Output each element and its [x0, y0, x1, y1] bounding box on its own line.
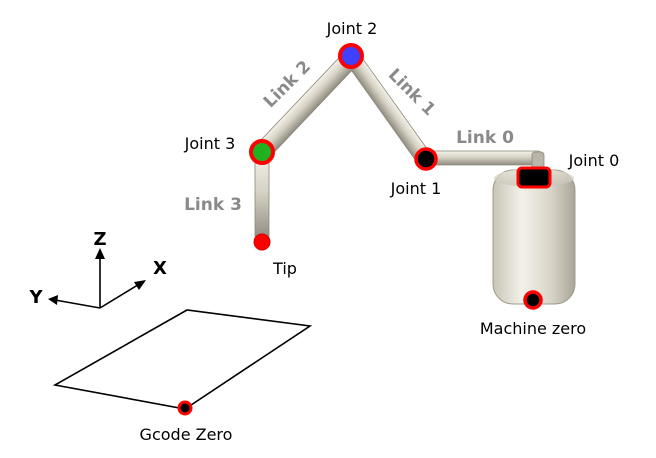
- y-axis-label: Y: [28, 287, 43, 308]
- tip-marker: [253, 233, 271, 251]
- joint-3-label: Joint 3: [184, 134, 236, 153]
- joint-0-marker: [516, 166, 552, 189]
- robot-base: [492, 169, 576, 305]
- tip-label: Tip: [272, 259, 297, 278]
- joint-1-marker: [414, 147, 438, 171]
- gcode-zero-label: Gcode Zero: [140, 425, 233, 444]
- gcode-plane: [52, 309, 313, 410]
- z-axis-label: Z: [93, 229, 106, 250]
- link-0-label: Link 0: [456, 128, 514, 148]
- joint-2-marker: [338, 43, 364, 69]
- machine-zero-marker: [523, 290, 543, 310]
- joint-0-label: Joint 0: [568, 151, 620, 170]
- gcode-zero-marker: [177, 400, 193, 416]
- link-3-arm: [254, 151, 270, 241]
- x-axis-label: X: [153, 258, 167, 279]
- link-3-label: Link 3: [184, 195, 242, 215]
- machine-zero-label: Machine zero: [480, 319, 586, 338]
- coordinate-axes: [48, 248, 146, 309]
- joint-1-label: Joint 1: [390, 179, 442, 198]
- joint-3-marker: [249, 139, 275, 165]
- joint-2-label: Joint 2: [326, 19, 378, 38]
